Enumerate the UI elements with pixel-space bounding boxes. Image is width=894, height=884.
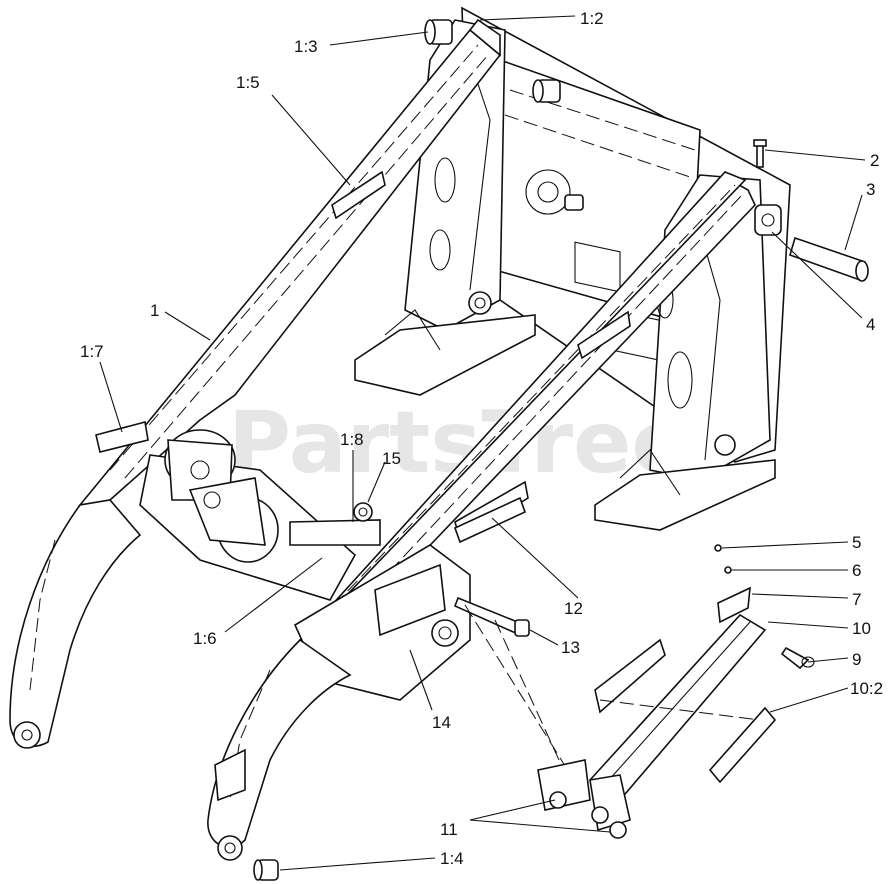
plate-11 bbox=[537, 759, 627, 839]
bolt-13 bbox=[453, 596, 530, 637]
callout-1-8: 1:8 bbox=[340, 430, 364, 449]
bar-12 bbox=[454, 496, 526, 544]
callout-1: 1 bbox=[150, 301, 159, 320]
handle-3 bbox=[789, 236, 869, 282]
callout-labels: 1:2 1:3 1:5 2 3 4 1 1:7 1:8 15 5 6 7 12 … bbox=[80, 9, 883, 868]
callout-11: 11 bbox=[440, 820, 458, 839]
callout-1-3: 1:3 bbox=[294, 37, 318, 56]
callout-1-2: 1:2 bbox=[580, 9, 604, 28]
callout-2: 2 bbox=[870, 151, 879, 170]
callout-12: 12 bbox=[564, 599, 583, 618]
pin-9 bbox=[780, 646, 815, 670]
callout-1-4: 1:4 bbox=[440, 849, 464, 868]
callout-4: 4 bbox=[866, 315, 875, 334]
callout-5: 5 bbox=[852, 533, 861, 552]
lift-arm-left bbox=[9, 18, 502, 749]
nut-15 bbox=[353, 502, 373, 522]
leader-lines bbox=[99, 15, 866, 871]
bushing-1-4 bbox=[253, 859, 279, 881]
bracket-4 bbox=[754, 204, 782, 236]
hardware-5-6 bbox=[714, 544, 732, 574]
callout-9: 9 bbox=[852, 650, 861, 669]
pin-2 bbox=[753, 139, 767, 168]
callout-10: 10 bbox=[852, 619, 871, 638]
callout-15: 15 bbox=[382, 449, 401, 468]
callout-1-7: 1:7 bbox=[80, 342, 104, 361]
callout-3: 3 bbox=[866, 180, 875, 199]
callout-13: 13 bbox=[561, 638, 580, 657]
callout-7: 7 bbox=[852, 590, 861, 609]
callout-1-5: 1:5 bbox=[236, 73, 260, 92]
callout-6: 6 bbox=[852, 561, 861, 580]
callout-14: 14 bbox=[432, 713, 451, 732]
lift-arm-right bbox=[207, 171, 756, 861]
callout-10-2: 10:2 bbox=[850, 679, 883, 698]
decal-10-2 bbox=[708, 706, 777, 784]
callout-1-6: 1:6 bbox=[193, 629, 217, 648]
